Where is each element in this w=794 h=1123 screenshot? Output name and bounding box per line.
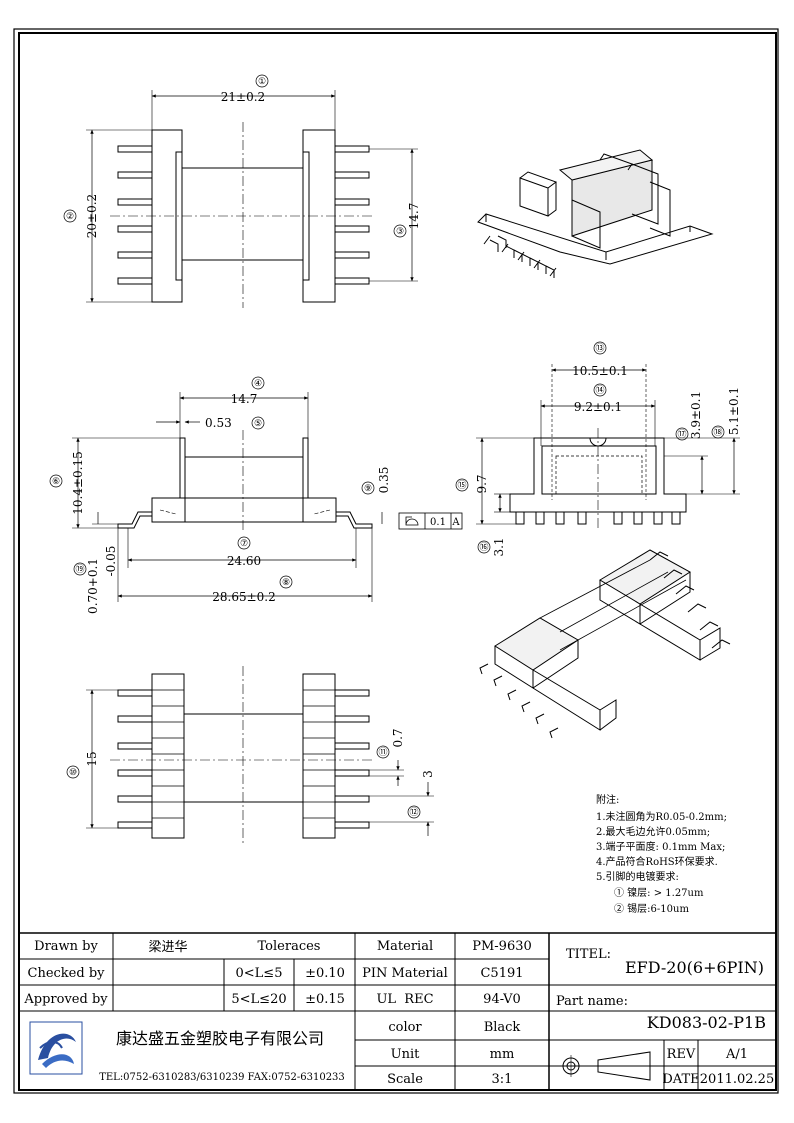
dim-pitch: 3	[421, 770, 435, 778]
dim-pin-b: -0.05	[104, 546, 118, 577]
bottom-view	[66, 666, 434, 846]
callout-8: ⑧	[282, 578, 290, 588]
checked-by-label: Checked by	[28, 966, 106, 981]
note-item: 4.产品符合RoHS环保要求.	[596, 855, 718, 868]
dim-width: 21±0.2	[221, 90, 265, 104]
scale-value: 3:1	[492, 1072, 513, 1087]
datum-label: A	[451, 517, 460, 528]
pin-material-value: C5191	[480, 966, 523, 981]
note-item: 1.未注圆角为R0.05-0.2mm;	[596, 810, 727, 823]
dim-flange: 14.7	[231, 392, 258, 406]
tol-range-2: 5<L≤20	[231, 992, 286, 1007]
dim-bottom-span: 15	[85, 751, 99, 766]
ul-value: 94-V0	[483, 992, 521, 1007]
dim-thickness: 0.35	[377, 467, 391, 494]
tol-range-1: 0<L≤5	[236, 966, 283, 981]
date-label: DATE	[662, 1072, 699, 1087]
dim-step: 5.1±0.1	[727, 387, 741, 435]
tol-value-2: ±0.15	[305, 992, 345, 1007]
notes-title: 附注:	[596, 793, 619, 806]
callout-4: ④	[254, 379, 262, 389]
dim-height: 20±0.2	[85, 194, 99, 238]
notes-block: 附注: 1.未注圆角为R0.05-0.2mm; 2.最大毛边允许0.05mm; …	[596, 793, 727, 915]
dim-inner: 24.60	[227, 554, 261, 568]
ul-label: UL REC	[376, 992, 433, 1007]
callout-9: ⑨	[364, 484, 372, 494]
callout-15: ⑮	[457, 480, 466, 491]
dim-wall: 0.53	[205, 416, 232, 430]
unit-label: Unit	[391, 1047, 420, 1062]
note-item: 5.引脚的电镀要求:	[596, 870, 679, 883]
company-name: 康达盛五金塑胶电子有限公司	[116, 1029, 324, 1048]
color-label: color	[388, 1020, 422, 1035]
dim-slot: 3.9±0.1	[689, 391, 703, 439]
title-value: EFD-20(6+6PIN)	[625, 958, 764, 977]
dim-overall: 28.65±0.2	[212, 590, 276, 604]
approved-by-label: Approved by	[23, 992, 108, 1007]
part-name-value: KD083-02-P1B	[647, 1013, 766, 1032]
date-value: 2011.02.25	[700, 1072, 774, 1087]
material-value: PM-9630	[472, 939, 532, 954]
material-label: Material	[377, 939, 433, 954]
top-view	[63, 74, 418, 308]
dim-end-inner: 9.2±0.1	[574, 400, 622, 414]
rev-value: A/1	[725, 1047, 748, 1062]
callout-6: ⑥	[52, 477, 60, 487]
title-block-lines	[19, 932, 776, 1090]
side-view	[49, 376, 463, 602]
drawn-by-label: Drawn by	[34, 939, 98, 954]
company-contact: TEL:0752-6310283/6310239 FAX:0752-631023…	[99, 1072, 345, 1083]
callout-10: ⑩	[69, 768, 77, 778]
sheet-outer-border	[13, 28, 779, 1094]
rev-label: REV	[667, 1047, 696, 1062]
sheet-inner-border	[18, 32, 777, 1091]
tol-value-1: ±0.10	[305, 966, 345, 981]
note-sub-item: ② 锡层:6-10um	[614, 902, 689, 915]
pin-material-label: PIN Material	[362, 966, 448, 981]
callout-3: ③	[396, 227, 404, 237]
note-item: 2.最大毛边允许0.05mm;	[596, 825, 710, 838]
callout-13: ⑬	[595, 343, 604, 354]
callout-12: ⑫	[409, 807, 418, 818]
callout-19: ⑲	[75, 564, 84, 575]
iso-view-top	[477, 149, 714, 278]
flatness-value: 0.1	[430, 517, 446, 528]
dim-side-height: 10.4±0.15	[71, 451, 85, 515]
end-view	[455, 341, 740, 554]
iso-view-bottom	[479, 549, 731, 739]
part-name-label: Part name:	[556, 994, 628, 1009]
projection-symbol-icon	[560, 1051, 656, 1081]
callout-2: ②	[66, 212, 74, 222]
note-sub-item: ① 镍层: > 1.27um	[614, 886, 704, 899]
scale-label: Scale	[387, 1072, 423, 1087]
callout-14: ⑭	[595, 385, 604, 396]
color-value: Black	[484, 1020, 521, 1035]
callout-5: ⑤	[254, 419, 262, 429]
dim-end-height: 9.7	[475, 474, 489, 493]
tolerances-label: Toleraces	[258, 939, 321, 954]
dim-end-outer: 10.5±0.1	[572, 364, 628, 378]
callout-16: ⑯	[479, 542, 488, 553]
callout-18: ⑱	[713, 427, 722, 438]
drawn-by-value: 梁进华	[148, 940, 187, 955]
callout-1: ①	[258, 77, 266, 87]
dim-pin-span: 14.7	[407, 203, 421, 230]
dim-pin-width: 0.7	[391, 728, 405, 747]
callout-7: ⑦	[240, 539, 248, 549]
dim-pin-a: 0.70+0.1	[86, 558, 100, 614]
callout-11: ⑪	[378, 747, 387, 758]
unit-value: mm	[490, 1047, 515, 1062]
company-logo	[29, 1021, 83, 1075]
dim-end-pin: 3.1	[492, 537, 506, 556]
callout-17: ⑰	[677, 429, 686, 440]
title-label: TITEL:	[566, 947, 611, 962]
note-item: 3.端子平面度: 0.1mm Max;	[596, 840, 725, 853]
